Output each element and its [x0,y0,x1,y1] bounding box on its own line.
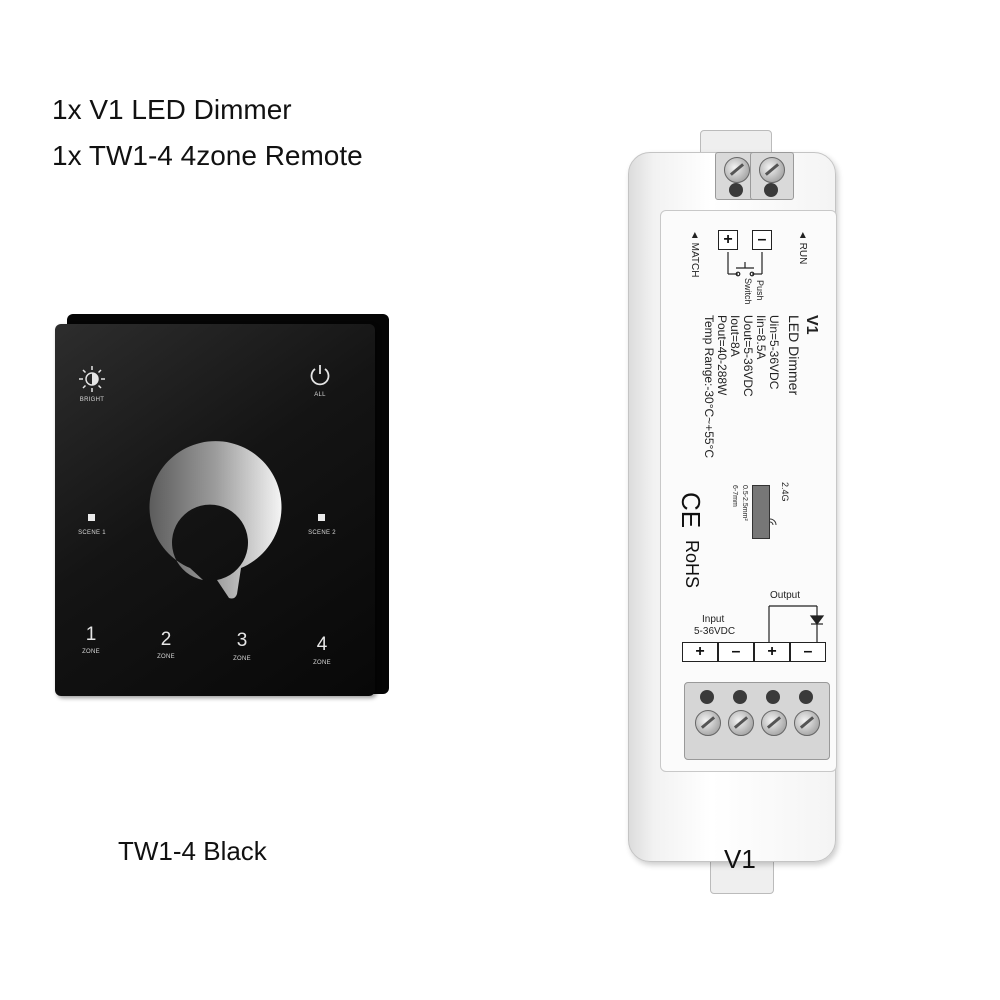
product-name: LED Dimmer [786,315,802,396]
top-minus-box: – [752,230,772,250]
zone-3-label: ZONE [233,656,251,662]
output-plus-box: + [754,642,790,662]
rf-label: 2.4G [780,482,790,502]
v1-led-dimmer-driver: + – Push Switch ◄ MATCH ◄ RUN V1 LED Dim… [620,130,840,900]
led-output-symbol [765,602,825,644]
zone-4-label: ZONE [313,660,331,666]
wireless-icon [768,514,778,526]
spec-iin: Iin=8.5A [754,315,768,360]
scene-1-label: SCENE 1 [78,530,106,536]
terminal-hole [764,183,778,197]
header-line-1: 1x V1 LED Dimmer [52,94,292,125]
zone-2-button[interactable]: 2 [160,629,172,650]
ce-mark: CE [676,492,706,529]
all-label: ALL [314,392,326,398]
spec-pout: Pout=40-288W [715,315,729,396]
driver-caption: V1 [724,844,756,874]
top-terminal-2[interactable] [750,152,794,200]
terminal-hole [700,690,714,704]
wire-strip-icon [752,485,770,539]
input-plus-box: + [682,642,718,662]
input-minus-box: – [718,642,754,662]
screw-icon[interactable] [728,710,754,736]
rohs-mark: RoHS [682,540,702,589]
run-label: ◄ RUN [797,230,808,265]
spec-uin: Uin=5-36VDC [767,315,781,390]
screw-icon[interactable] [794,710,820,736]
scene-1-indicator[interactable] [88,514,95,521]
power-icon[interactable] [307,362,333,388]
top-plus-box: + [718,230,738,250]
screw-icon[interactable] [695,710,721,736]
terminal-hole [733,690,747,704]
terminal-hole [799,690,813,704]
zone-4-button[interactable]: 4 [316,634,328,655]
spec-temp: Temp Range:-30°C~+55°C [702,315,716,459]
bright-label: BRIGHT [79,397,105,403]
header-line-2: 1x TW1-4 4zone Remote [52,140,363,171]
wire-gauge-label: 0.5-2.5mm² [741,485,748,521]
screw-icon [724,157,750,183]
driver-label-plate [660,210,837,772]
spec-uout: Uout=5-36VDC [741,315,755,397]
panel-glass-front: BRIGHT ALL SCEN [55,324,375,696]
wire-strip-label: 6-7mm [731,485,738,507]
model-label: V1 [803,315,820,335]
push-label: Push [755,280,765,301]
zone-1-label: ZONE [82,649,100,655]
tw1-4-remote-panel: BRIGHT ALL SCEN [55,312,391,696]
zone-3-button[interactable]: 3 [236,630,248,651]
push-switch-symbol [724,252,768,282]
brightness-ring-slider[interactable] [145,422,287,602]
scene-2-indicator[interactable] [318,514,325,521]
terminal-hole [766,690,780,704]
zone-1-button[interactable]: 1 [85,624,97,645]
output-minus-box: – [790,642,826,662]
scene-2-label: SCENE 2 [308,530,336,536]
switch-label: Switch [743,278,753,305]
screw-icon[interactable] [761,710,787,736]
match-label: ◄ MATCH [689,230,700,278]
spec-iout: Iout=8A [728,315,742,357]
brightness-icon[interactable] [77,364,107,394]
screw-icon [759,157,785,183]
input-voltage-label: 5-36VDC [694,626,736,637]
terminal-hole [729,183,743,197]
input-label: Input [702,614,725,625]
zone-2-label: ZONE [157,654,175,660]
remote-caption: TW1-4 Black [118,836,267,866]
output-label: Output [770,590,801,601]
